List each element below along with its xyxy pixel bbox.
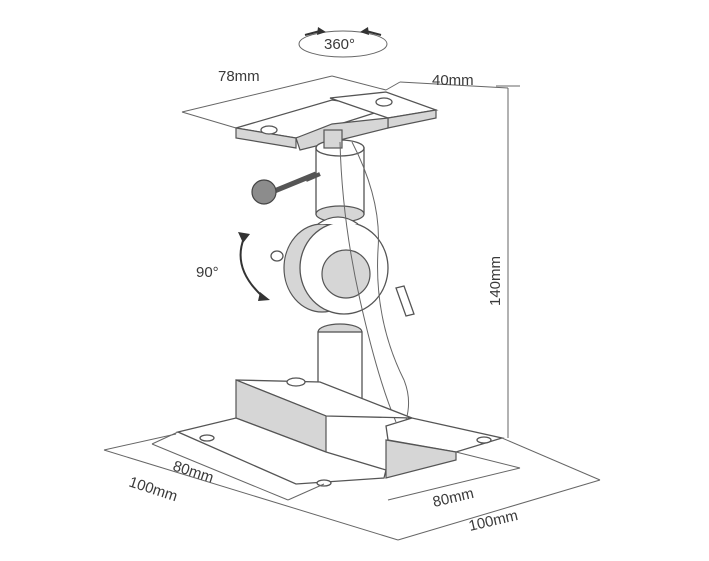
tilt-joint xyxy=(270,216,389,315)
base-inner-left-label: 80mm xyxy=(171,458,216,487)
rotate-arrow-icon xyxy=(298,27,388,58)
base-inner-right-label: 80mm xyxy=(431,485,475,511)
top-mounting-plate xyxy=(235,91,439,151)
top-plate-depth-label: 40mm xyxy=(432,72,474,89)
tilt-arrow-icon xyxy=(238,232,270,301)
height-label: 140mm xyxy=(487,256,504,306)
upper-swivel-column xyxy=(305,129,365,223)
top-plate-width-label: 78mm xyxy=(218,68,260,85)
base-outer-left-label: 100mm xyxy=(127,474,180,506)
locking-knob xyxy=(251,171,317,205)
rotation-360-label: 360° xyxy=(324,36,355,53)
base-plate xyxy=(175,377,505,487)
base-dimension-lines xyxy=(103,431,601,541)
top-dimension-lines xyxy=(181,75,520,438)
safety-cable xyxy=(339,141,415,423)
tilt-90-label: 90° xyxy=(196,264,219,281)
